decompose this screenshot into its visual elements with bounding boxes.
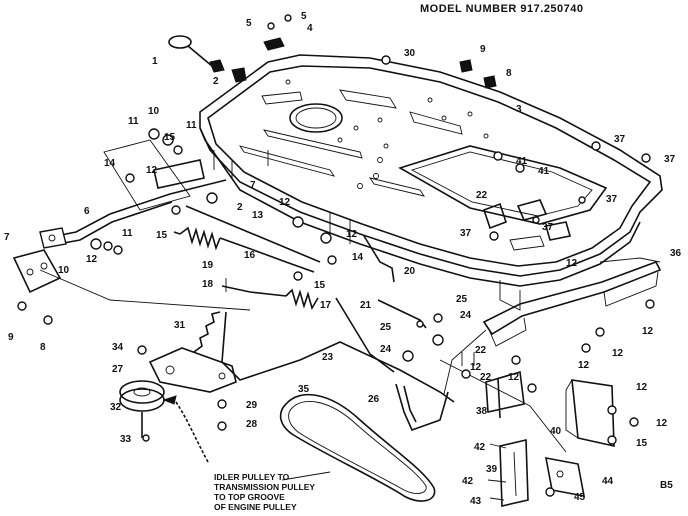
callout-17: 17 (320, 300, 332, 311)
hardware (17, 14, 655, 501)
callout-36: 36 (670, 248, 682, 259)
callout-37: 37 (606, 194, 618, 205)
callout-3: 3 (516, 104, 522, 115)
callout-32: 32 (110, 402, 122, 413)
callout-35: 35 (298, 384, 310, 395)
callout-12: 12 (612, 348, 624, 359)
callout-43: 43 (470, 496, 482, 507)
callout-27: 27 (112, 364, 124, 375)
model-number: MODEL NUMBER 917.250740 (420, 3, 584, 15)
callouts: 1 2 2 3 4 5 5 6 7 7 8 8 9 9 10 10 11 11 … (4, 11, 682, 507)
callout-7: 7 (4, 232, 10, 243)
callout-12: 12 (642, 326, 654, 337)
idler-pulley-note: IDLER PULLEY TO TRANSMISSION PULLEY TO T… (214, 472, 315, 512)
callout-37: 37 (614, 134, 626, 145)
callout-6: 6 (84, 206, 90, 217)
callout-44: 44 (602, 476, 614, 487)
callout-8: 8 (506, 68, 512, 79)
callout-25: 25 (456, 294, 468, 305)
callout-40: 40 (550, 426, 562, 437)
callout-15: 15 (164, 132, 176, 143)
callout-41: 41 (516, 156, 528, 167)
callout-9: 9 (8, 332, 14, 343)
callout-12: 12 (146, 165, 158, 176)
callout-38: 38 (476, 406, 488, 417)
callout-42: 42 (474, 442, 486, 453)
callout-19: 19 (202, 260, 214, 271)
callout-9: 9 (480, 44, 486, 55)
side-brackets (439, 261, 662, 507)
callout-11: 11 (122, 228, 133, 239)
callout-12: 12 (566, 258, 578, 269)
note-line: TO TOP GROOVE (214, 492, 285, 502)
callout-23: 23 (322, 352, 334, 363)
callout-34: 34 (112, 342, 124, 353)
main-frame (199, 54, 663, 311)
callout-1: 1 (152, 56, 158, 67)
callout-39: 39 (486, 464, 498, 475)
callout-16: 16 (244, 250, 256, 261)
note-line: TRANSMISSION PULLEY (214, 482, 315, 492)
callout-26: 26 (368, 394, 380, 405)
callout-22: 22 (475, 345, 487, 356)
page-code: B5 (660, 480, 673, 491)
callout-15: 15 (156, 230, 168, 241)
callout-37: 37 (664, 154, 676, 165)
callout-24: 24 (460, 310, 472, 321)
callout-18: 18 (202, 279, 214, 290)
callout-12: 12 (508, 372, 520, 383)
callout-2: 2 (213, 76, 219, 87)
callout-22: 22 (480, 372, 492, 383)
callout-14: 14 (104, 158, 116, 169)
callout-29: 29 (246, 400, 258, 411)
callout-45: 45 (574, 492, 586, 503)
callout-15: 15 (314, 280, 326, 291)
callout-12: 12 (578, 360, 590, 371)
callout-10: 10 (148, 106, 160, 117)
linkage-assembly (12, 35, 455, 502)
callout-30: 30 (404, 48, 416, 59)
callout-12: 12 (470, 362, 482, 373)
callout-25: 25 (380, 322, 392, 333)
callout-11: 11 (186, 120, 197, 131)
callout-2: 2 (237, 202, 243, 213)
callout-7: 7 (250, 180, 256, 191)
note-arrow (162, 395, 331, 481)
callout-20: 20 (404, 266, 416, 277)
callout-22: 22 (476, 190, 488, 201)
callout-37: 37 (460, 228, 472, 239)
callout-8: 8 (40, 342, 46, 353)
callout-12: 12 (346, 229, 358, 240)
callout-15: 15 (636, 438, 648, 449)
callout-31: 31 (174, 320, 186, 331)
callout-10: 10 (58, 265, 70, 276)
callout-4: 4 (307, 23, 313, 34)
callout-13: 13 (252, 210, 264, 221)
callout-12: 12 (656, 418, 668, 429)
callout-21: 21 (360, 300, 372, 311)
callout-5: 5 (246, 18, 252, 29)
callout-11: 11 (128, 116, 139, 127)
callout-28: 28 (246, 419, 258, 430)
callout-5: 5 (301, 11, 307, 22)
callout-41: 41 (538, 166, 550, 177)
callout-12: 12 (636, 382, 648, 393)
callout-33: 33 (120, 434, 132, 445)
callout-14: 14 (352, 252, 364, 263)
callout-12: 12 (86, 254, 98, 265)
callout-37: 37 (542, 222, 554, 233)
note-line: OF ENGINE PULLEY (214, 502, 297, 512)
callout-12: 12 (279, 197, 291, 208)
note-line: IDLER PULLEY TO (214, 472, 290, 482)
callout-42: 42 (462, 476, 474, 487)
callout-24: 24 (380, 344, 392, 355)
